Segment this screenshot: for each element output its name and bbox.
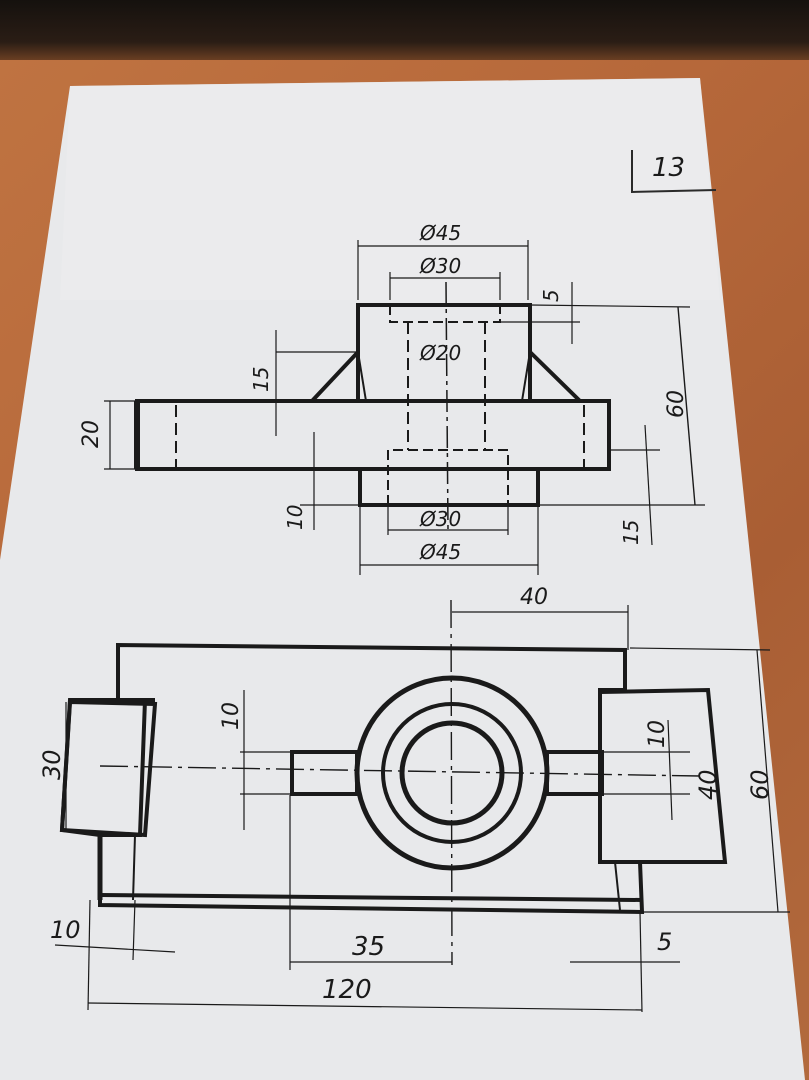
dim-top-d10-slot: 10 [219,702,244,730]
dim-front-d15-left: 15 [249,367,273,392]
dim-top-d40: 40 [520,585,548,610]
dim-front-d30-top: Ø30 [419,254,461,278]
top-view [54,599,790,1013]
dim-front-d20-flange: 20 [79,420,104,448]
dim-front-d60: 60 [664,390,689,418]
sheet-number: 13 [652,153,685,183]
front-view [104,240,705,575]
dim-top-d10-bottom-left: 10 [50,916,81,944]
dim-top-d120: 120 [322,975,372,1005]
dim-top-d5: 5 [657,928,672,956]
dim-front-d20-bore: Ø20 [419,341,461,365]
dim-front-d45-bottom: Ø45 [419,540,461,564]
paper [0,78,805,1080]
dim-front-d30-bottom: Ø30 [419,507,461,531]
dim-top-d30-left: 30 [38,749,66,780]
dim-top-d35: 35 [352,932,385,962]
background-shadow [0,0,809,60]
dim-front-d45-top: Ø45 [419,221,461,245]
dim-top-d60-right: 60 [746,769,774,800]
dim-top-d40-right: 40 [694,769,722,800]
sheet-number-box: 13 [631,150,717,194]
dim-front-d15-right: 15 [619,520,643,545]
dim-front-d10: 10 [283,505,307,530]
dim-top-d10-right: 10 [645,720,670,748]
dim-front-d5: 5 [539,289,563,302]
